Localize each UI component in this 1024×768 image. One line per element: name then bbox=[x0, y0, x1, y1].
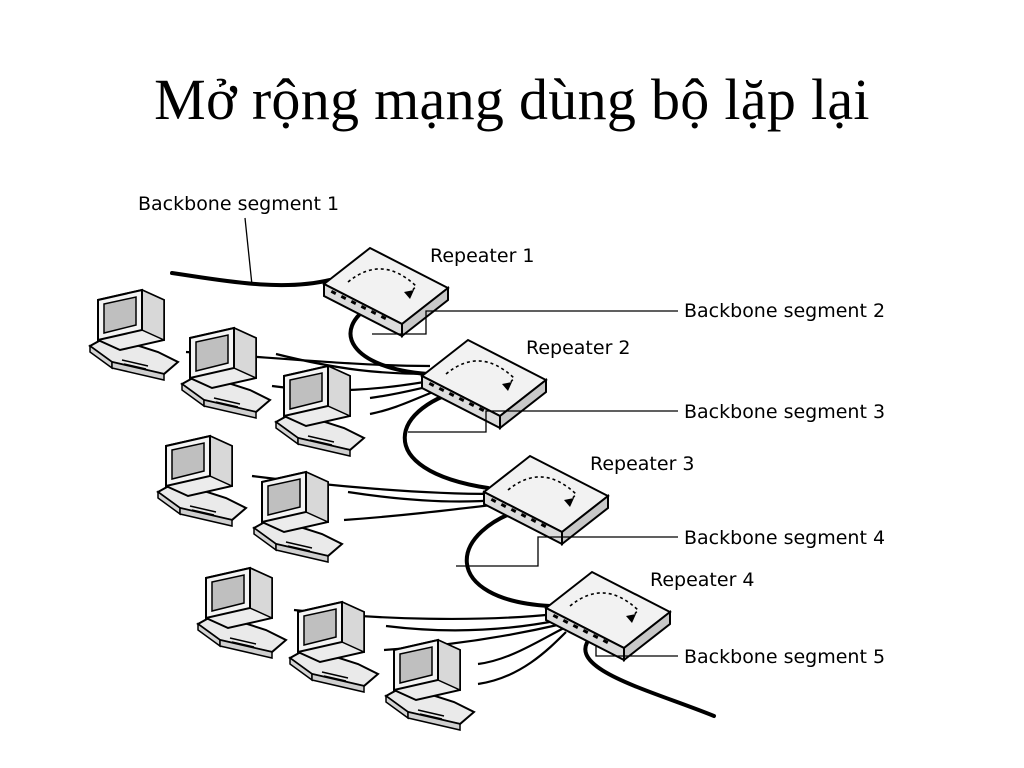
backbone-cable-5 bbox=[583, 634, 716, 718]
leader-line-segment-1 bbox=[244, 217, 253, 286]
segment-1-label: Backbone segment 1 bbox=[138, 193, 339, 215]
segment-2-label: Backbone segment 2 bbox=[684, 300, 885, 322]
drop-cable bbox=[477, 627, 565, 666]
segment-4-label: Backbone segment 4 bbox=[684, 527, 885, 549]
leader-line-segment-5 bbox=[595, 646, 678, 657]
leader-line-segment-3 bbox=[408, 410, 678, 433]
segment-3-label: Backbone segment 3 bbox=[684, 401, 885, 423]
computer-icon bbox=[181, 327, 271, 419]
drop-cable bbox=[477, 631, 567, 686]
backbone-cable-1 bbox=[170, 271, 332, 288]
drop-cable bbox=[385, 618, 561, 632]
computer-icon bbox=[89, 289, 179, 381]
segment-5-label: Backbone segment 5 bbox=[684, 646, 885, 668]
backbone-cable-4 bbox=[464, 505, 552, 608]
computer-icon bbox=[289, 601, 379, 693]
drop-cable bbox=[347, 490, 499, 503]
leader-line-segment-4 bbox=[456, 536, 678, 567]
drop-cable bbox=[343, 502, 501, 522]
leader-line-segment-2 bbox=[372, 310, 678, 335]
repeater-4-label: Repeater 4 bbox=[650, 569, 755, 591]
repeater-1-label: Repeater 1 bbox=[430, 245, 535, 267]
repeater-2-label: Repeater 2 bbox=[526, 337, 631, 359]
computer-icon bbox=[253, 471, 343, 563]
computer-icon bbox=[157, 435, 247, 527]
slide-title: Mở rộng mạng dùng bộ lặp lại bbox=[154, 67, 870, 132]
computer-icon bbox=[275, 365, 365, 457]
drop-cable bbox=[275, 352, 433, 376]
computer-icon bbox=[197, 567, 287, 659]
computer-icon bbox=[385, 639, 475, 731]
repeater-3-label: Repeater 3 bbox=[590, 453, 695, 475]
